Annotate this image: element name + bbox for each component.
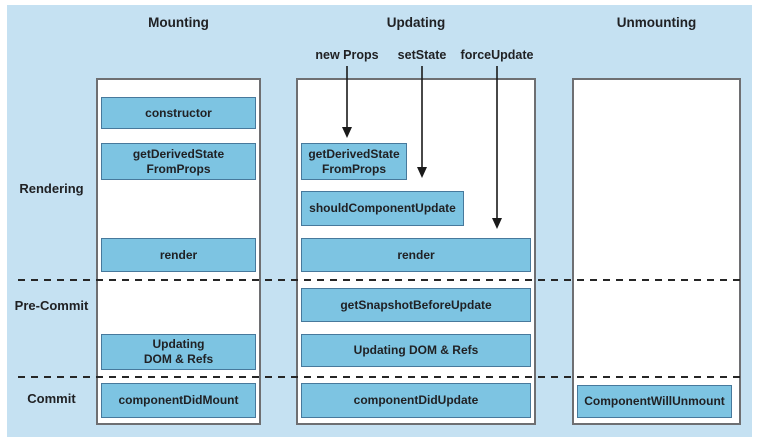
row-label-pre-commit: Pre-Commit bbox=[14, 298, 89, 313]
box-updating-component-did-update: componentDidUpdate bbox=[301, 383, 531, 418]
dashed-separator-precommit-commit bbox=[18, 376, 741, 378]
box-unmounting-component-will-unmount: ComponentWillUnmount bbox=[577, 385, 732, 418]
dashed-separator-rendering-precommit bbox=[18, 279, 741, 281]
box-updating-get-derived-state-from-props: getDerivedState FromProps bbox=[301, 143, 407, 180]
box-mounting-get-derived-state-from-props: getDerivedState FromProps bbox=[101, 143, 256, 180]
column-header-mounting: Mounting bbox=[148, 15, 209, 30]
column-header-unmounting: Unmounting bbox=[616, 15, 697, 30]
box-updating-updating-dom-refs: Updating DOM & Refs bbox=[301, 334, 531, 367]
box-updating-get-snapshot-before-update: getSnapshotBeforeUpdate bbox=[301, 288, 531, 322]
box-updating-should-component-update: shouldComponentUpdate bbox=[301, 191, 464, 226]
box-mounting-render: render bbox=[101, 238, 256, 272]
panel-unmounting bbox=[572, 78, 741, 425]
box-mounting-constructor: constructor bbox=[101, 97, 256, 129]
trigger-label-set-state: setState bbox=[397, 48, 447, 62]
row-label-commit: Commit bbox=[27, 391, 76, 406]
box-updating-render: render bbox=[301, 238, 531, 272]
trigger-label-force-update: forceUpdate bbox=[460, 48, 534, 62]
row-label-rendering: Rendering bbox=[19, 181, 84, 196]
box-mounting-component-did-mount: componentDidMount bbox=[101, 383, 256, 418]
trigger-label-new-props: new Props bbox=[315, 48, 379, 62]
column-header-updating: Updating bbox=[386, 15, 446, 30]
box-mounting-updating-dom-refs: Updating DOM & Refs bbox=[101, 334, 256, 370]
